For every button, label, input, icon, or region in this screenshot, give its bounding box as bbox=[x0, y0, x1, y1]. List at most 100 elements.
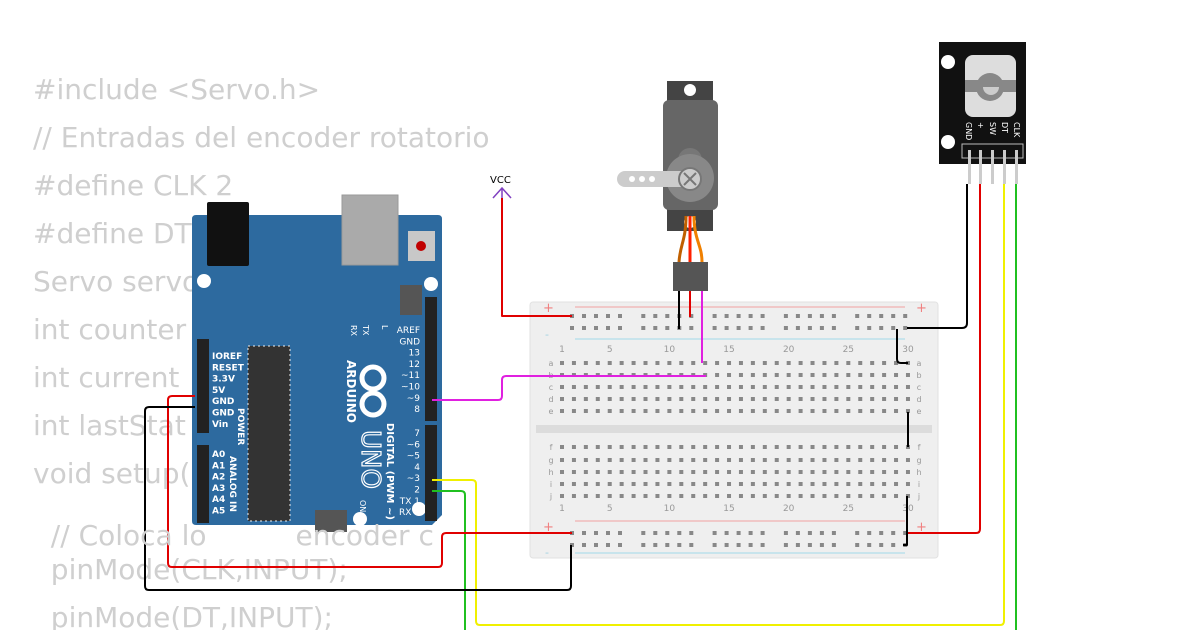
breadboard-hole[interactable] bbox=[595, 445, 600, 449]
breadboard-hole[interactable] bbox=[691, 482, 696, 486]
breadboard-hole[interactable] bbox=[667, 445, 672, 449]
rail-hole[interactable] bbox=[831, 543, 836, 547]
breadboard-hole[interactable] bbox=[762, 409, 767, 413]
wire-gnd[interactable] bbox=[144, 406, 572, 591]
rail-hole[interactable] bbox=[855, 531, 860, 535]
breadboard-hole[interactable] bbox=[894, 494, 899, 498]
rail-hole[interactable] bbox=[641, 314, 646, 318]
breadboard-hole[interactable] bbox=[691, 361, 696, 365]
breadboard-hole[interactable] bbox=[858, 458, 863, 462]
rail-hole[interactable] bbox=[760, 314, 765, 318]
breadboard-hole[interactable] bbox=[631, 409, 636, 413]
breadboard-hole[interactable] bbox=[667, 361, 672, 365]
breadboard-hole[interactable] bbox=[905, 373, 910, 377]
breadboard-hole[interactable] bbox=[607, 482, 612, 486]
breadboard-hole[interactable] bbox=[595, 482, 600, 486]
breadboard-hole[interactable] bbox=[703, 361, 708, 365]
rail-hole[interactable] bbox=[653, 531, 658, 535]
rail-hole[interactable] bbox=[831, 326, 836, 330]
rail-hole[interactable] bbox=[807, 314, 812, 318]
breadboard-hole[interactable] bbox=[798, 409, 803, 413]
breadboard-hole[interactable] bbox=[738, 470, 743, 474]
breadboard-hole[interactable] bbox=[750, 482, 755, 486]
rail-hole[interactable] bbox=[855, 543, 860, 547]
breadboard-hole[interactable] bbox=[822, 470, 827, 474]
breadboard-hole[interactable] bbox=[667, 458, 672, 462]
breadboard-hole[interactable] bbox=[703, 445, 708, 449]
breadboard-hole[interactable] bbox=[715, 397, 720, 401]
breadboard-hole[interactable] bbox=[834, 409, 839, 413]
breadboard-hole[interactable] bbox=[691, 494, 696, 498]
breadboard-hole[interactable] bbox=[810, 458, 815, 462]
breadboard-hole[interactable] bbox=[571, 445, 576, 449]
rail-hole[interactable] bbox=[807, 543, 812, 547]
breadboard-hole[interactable] bbox=[762, 494, 767, 498]
breadboard-hole[interactable] bbox=[810, 470, 815, 474]
breadboard-hole[interactable] bbox=[870, 409, 875, 413]
breadboard-hole[interactable] bbox=[762, 385, 767, 389]
breadboard-hole[interactable] bbox=[715, 409, 720, 413]
breadboard-hole[interactable] bbox=[571, 482, 576, 486]
breadboard-hole[interactable] bbox=[894, 361, 899, 365]
breadboard-hole[interactable] bbox=[691, 385, 696, 389]
breadboard-hole[interactable] bbox=[619, 494, 624, 498]
breadboard-hole[interactable] bbox=[798, 494, 803, 498]
breadboard-hole[interactable] bbox=[655, 470, 660, 474]
breadboard-hole[interactable] bbox=[870, 361, 875, 365]
breadboard-hole[interactable] bbox=[846, 470, 851, 474]
rail-hole[interactable] bbox=[879, 531, 884, 535]
rail-hole[interactable] bbox=[606, 326, 610, 330]
breadboard-hole[interactable] bbox=[774, 494, 779, 498]
breadboard-hole[interactable] bbox=[560, 482, 564, 486]
breadboard-hole[interactable] bbox=[703, 494, 708, 498]
breadboard-hole[interactable] bbox=[846, 385, 851, 389]
breadboard-hole[interactable] bbox=[762, 458, 767, 462]
breadboard-hole[interactable] bbox=[834, 397, 839, 401]
breadboard-hole[interactable] bbox=[595, 494, 600, 498]
rail-hole[interactable] bbox=[783, 314, 788, 318]
breadboard-hole[interactable] bbox=[846, 409, 851, 413]
rail-hole[interactable] bbox=[903, 326, 908, 330]
breadboard-hole[interactable] bbox=[655, 445, 660, 449]
breadboard-hole[interactable] bbox=[679, 470, 684, 474]
breadboard-hole[interactable] bbox=[798, 482, 803, 486]
rail-hole[interactable] bbox=[783, 543, 788, 547]
rail-hole[interactable] bbox=[712, 531, 717, 535]
breadboard-hole[interactable] bbox=[798, 397, 803, 401]
breadboard-hole[interactable] bbox=[834, 482, 839, 486]
rail-hole[interactable] bbox=[594, 531, 598, 535]
breadboard-hole[interactable] bbox=[750, 385, 755, 389]
breadboard-hole[interactable] bbox=[738, 361, 743, 365]
breadboard-hole[interactable] bbox=[619, 361, 624, 365]
breadboard-hole[interactable] bbox=[870, 494, 875, 498]
breadboard-hole[interactable] bbox=[619, 409, 624, 413]
breadboard-hole[interactable] bbox=[738, 482, 743, 486]
rail-hole[interactable] bbox=[641, 326, 646, 330]
wire-encoder-vcc[interactable] bbox=[908, 184, 981, 534]
breadboard-hole[interactable] bbox=[560, 361, 564, 365]
breadboard-hole[interactable] bbox=[858, 482, 863, 486]
rail-hole[interactable] bbox=[819, 326, 824, 330]
breadboard-hole[interactable] bbox=[727, 373, 732, 377]
rail-hole[interactable] bbox=[867, 543, 872, 547]
rail-hole[interactable] bbox=[855, 314, 860, 318]
breadboard-hole[interactable] bbox=[619, 482, 624, 486]
rail-hole[interactable] bbox=[606, 314, 610, 318]
breadboard-hole[interactable] bbox=[858, 445, 863, 449]
breadboard-hole[interactable] bbox=[607, 397, 612, 401]
breadboard-hole[interactable] bbox=[858, 361, 863, 365]
rail-hole[interactable] bbox=[689, 314, 694, 318]
breadboard-hole[interactable] bbox=[583, 361, 588, 365]
rail-hole[interactable] bbox=[819, 314, 824, 318]
breadboard-hole[interactable] bbox=[846, 482, 851, 486]
breadboard-hole[interactable] bbox=[750, 397, 755, 401]
rail-hole[interactable] bbox=[689, 531, 694, 535]
breadboard-hole[interactable] bbox=[643, 482, 648, 486]
breadboard-hole[interactable] bbox=[822, 373, 827, 377]
rail-hole[interactable] bbox=[736, 543, 741, 547]
breadboard-hole[interactable] bbox=[655, 397, 660, 401]
arduino-uno[interactable]: ARDUINO UNO DIGITAL (PWM ~) POWER ANALOG… bbox=[192, 194, 442, 532]
breadboard-hole[interactable] bbox=[727, 385, 732, 389]
rail-hole[interactable] bbox=[665, 314, 670, 318]
breadboard-hole[interactable] bbox=[679, 397, 684, 401]
